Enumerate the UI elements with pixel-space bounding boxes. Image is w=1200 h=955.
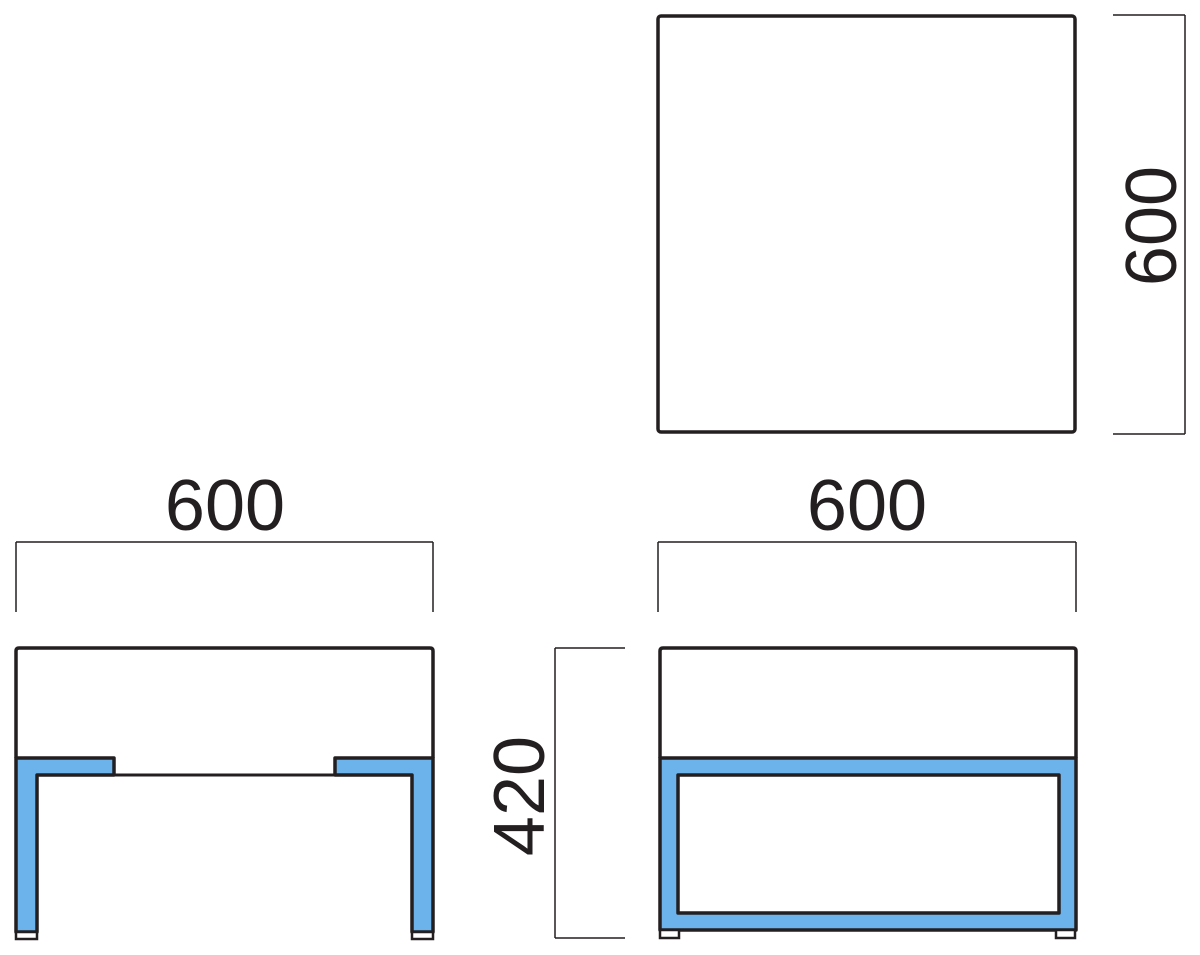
front-view-width-dimension-line [657,541,1077,612]
front-view-width-label: 600 [807,466,927,546]
front-view-frame [658,756,1078,932]
front-view-cushion [658,646,1078,758]
top-view-tabletop [656,14,1077,434]
side-view: 600 [14,466,435,941]
height-dimension-line [554,647,625,939]
side-view-left-leg-frame [14,756,116,934]
top-view: 600 [656,14,1192,435]
side-view-width-dimension-line [15,541,434,612]
front-view-left-foot [658,928,681,940]
side-view-right-foot [410,930,435,941]
side-view-cushion [14,646,435,758]
height-dimension: 420 [480,647,625,939]
side-view-left-foot [14,930,39,941]
side-view-right-leg-frame [333,756,435,934]
side-view-width-label: 600 [165,466,285,546]
height-label: 420 [480,736,560,856]
front-view: 600 [657,466,1078,940]
top-view-depth-label: 600 [1112,166,1192,286]
front-view-right-foot [1054,928,1077,940]
top-view-dimension-line [1113,14,1186,435]
